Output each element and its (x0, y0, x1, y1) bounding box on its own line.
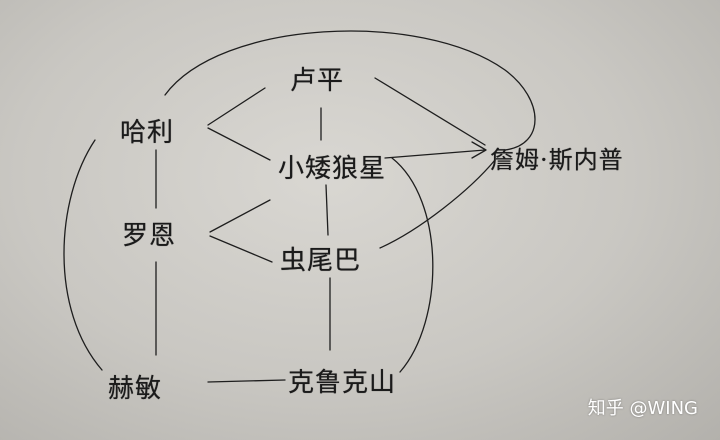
edge-harry-james (164, 30, 536, 151)
node-pettigrew: 小矮狼星 (278, 154, 387, 184)
arrowhead-james (471, 141, 487, 159)
node-ron: 罗恩 (122, 221, 177, 251)
edge-harry-hermione-arc (63, 139, 103, 371)
edge-lupin-james (374, 77, 486, 146)
edge-ron-wormtail (209, 235, 273, 263)
edge-ron-pettigrew (209, 199, 271, 233)
edge-wormtail-james (379, 159, 496, 249)
node-crookshanks: 克鲁克山 (288, 368, 397, 398)
edge-harry-pettigrew (207, 127, 271, 161)
node-hermione: 赫敏 (108, 374, 163, 404)
edge-hermione-crookshanks (207, 379, 286, 383)
edge-pettigrew-james (384, 149, 486, 159)
node-james-snape: 詹姆·斯内普 (490, 146, 624, 174)
edge-pettigrew-wormtail (325, 184, 329, 236)
edge-pettigrew-crookshanks (391, 157, 434, 373)
node-lupin: 卢平 (290, 66, 345, 96)
edge-lupin-harry (207, 87, 266, 126)
node-harry: 哈利 (120, 118, 175, 148)
watermark-text: 知乎 @WING (587, 398, 698, 419)
node-wormtail: 虫尾巴 (280, 246, 362, 276)
